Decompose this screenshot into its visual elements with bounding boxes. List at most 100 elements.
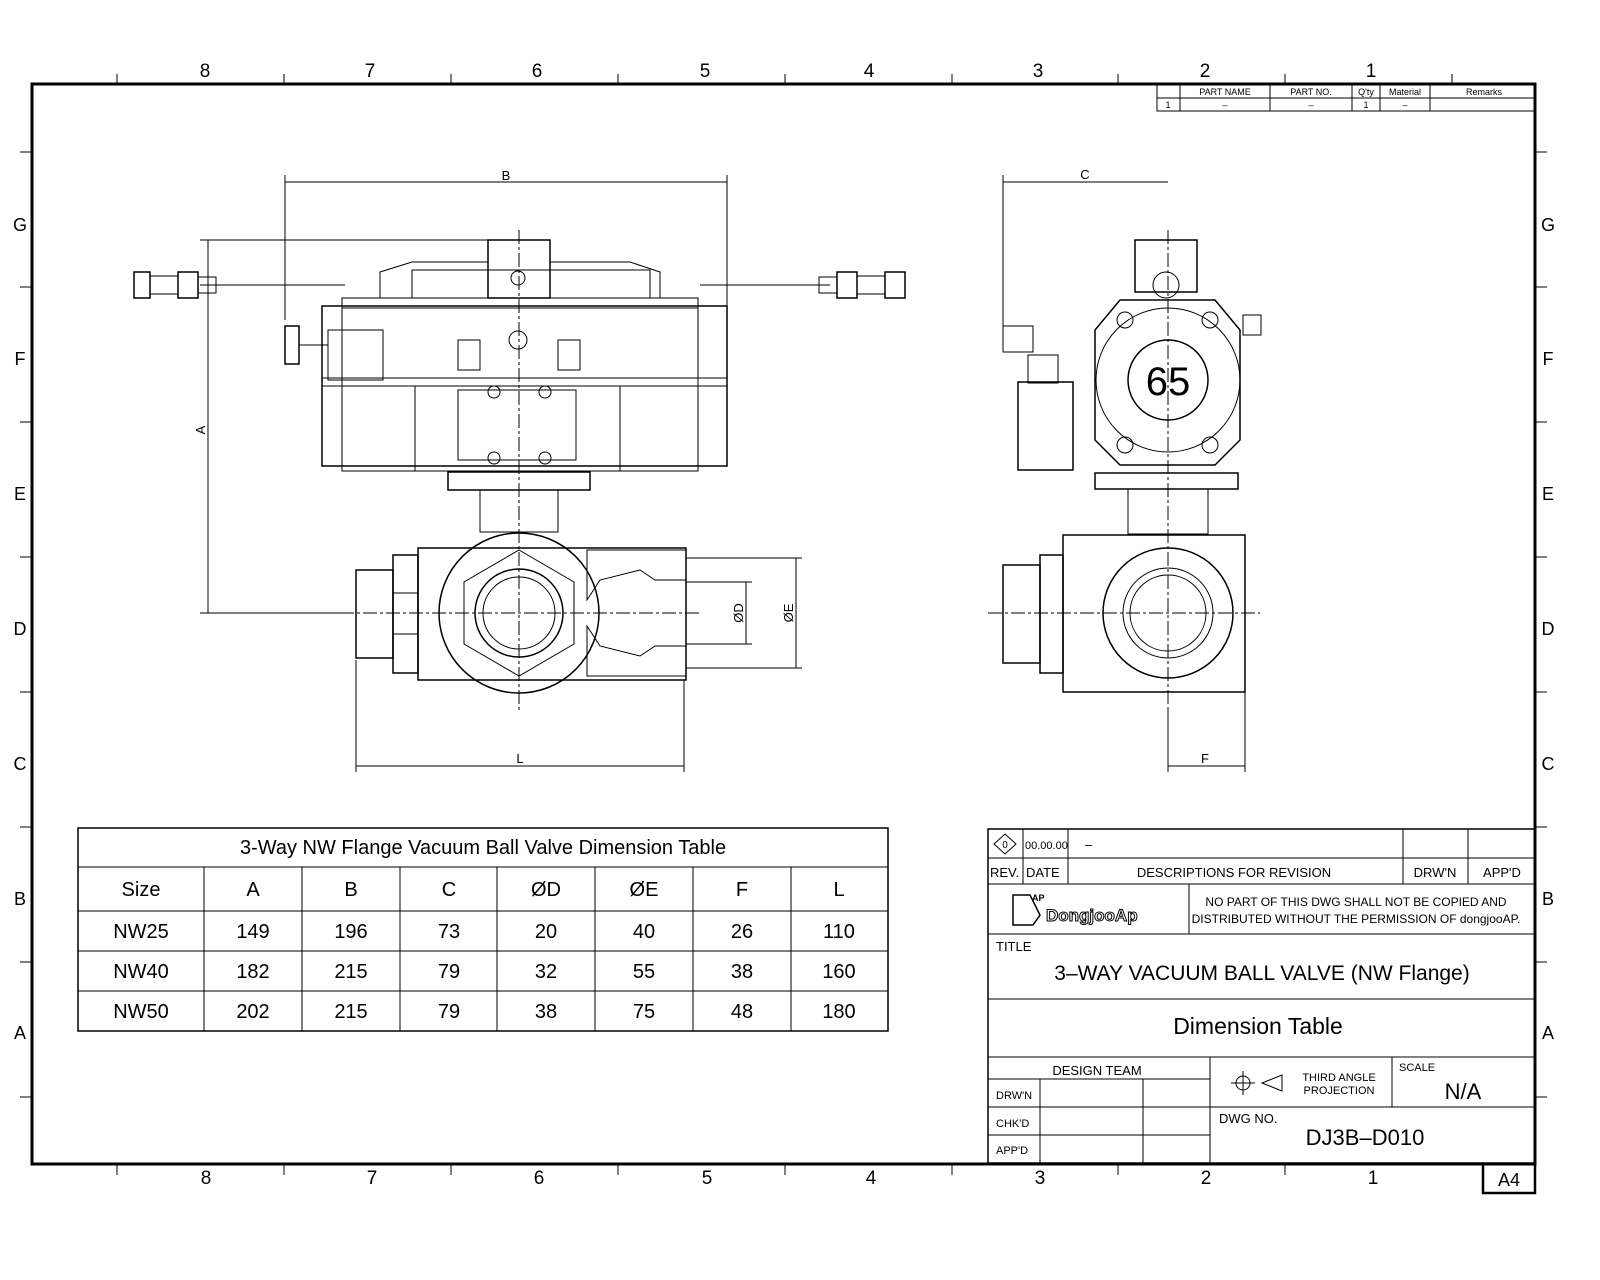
column-label: 4 (864, 61, 875, 82)
front-view: B A L ØD ØE (133, 168, 906, 772)
title-block: 0 00.00.00 – REV. DATE DESCRIPTIONS FOR … (987, 828, 1536, 1164)
column-label: 6 (534, 1168, 545, 1189)
scale-value: N/A (1445, 1079, 1482, 1104)
drwn-label: DRW'N (1414, 865, 1457, 880)
desc-label: DESCRIPTIONS FOR REVISION (1137, 865, 1331, 880)
row-label: C (1542, 754, 1555, 774)
table-cell: 202 (236, 1001, 269, 1023)
table-cell: 38 (731, 961, 753, 983)
table-cell: 160 (822, 961, 855, 983)
table-cell: 180 (822, 1001, 855, 1023)
dwg-no-label: DWG NO. (1219, 1111, 1278, 1126)
sheet-size-box (1481, 1162, 1537, 1195)
table-cell: 215 (334, 1001, 367, 1023)
parts-list: PART NAME PART NO. Q'ty Material Remarks… (1156, 84, 1536, 112)
title-label: TITLE (996, 939, 1032, 954)
drawing-title: 3–WAY VACUUM BALL VALVE (NW Flange) (1054, 962, 1469, 985)
column-label: 3 (1033, 61, 1044, 82)
sheet-size: A4 (1498, 1170, 1520, 1190)
parts-header: Material (1389, 87, 1421, 97)
table-header: F (736, 879, 748, 901)
parts-cell: – (1308, 100, 1313, 110)
row-labels-right: G F E D C B A (1541, 215, 1555, 1043)
row-label: G (13, 215, 27, 235)
revision-diamond-icon (993, 833, 1017, 855)
dimension-table-title: 3-Way NW Flange Vacuum Ball Valve Dimens… (240, 837, 726, 859)
dwg-no: DJ3B–D010 (1306, 1125, 1425, 1150)
column-label: 7 (365, 61, 376, 82)
table-cell: 75 (633, 1001, 655, 1023)
parts-cell: – (1222, 100, 1227, 110)
table-header: ØE (630, 879, 659, 901)
column-label: 1 (1368, 1168, 1379, 1189)
third-angle-projection-icon (1231, 1071, 1283, 1095)
column-label: 8 (201, 1168, 212, 1189)
table-cell: 26 (731, 921, 753, 943)
table-cell: 149 (236, 921, 269, 943)
table-header: ØD (531, 879, 561, 901)
drawing-frame (30, 82, 1537, 1166)
table-cell: 40 (633, 921, 655, 943)
drawing-subtitle: Dimension Table (1173, 1013, 1343, 1039)
dim-label-b: B (502, 168, 511, 183)
table-cell: NW50 (113, 1001, 169, 1023)
table-cell: 38 (535, 1001, 557, 1023)
dim-label-e: ØE (781, 603, 796, 622)
table-cell: 79 (438, 1001, 460, 1023)
row-label: F (1543, 349, 1554, 369)
row-label: A (14, 1023, 26, 1043)
table-cell: 55 (633, 961, 655, 983)
parts-cell: – (1402, 100, 1407, 110)
row-label: B (14, 889, 26, 909)
table-cell: 182 (236, 961, 269, 983)
table-cell: 32 (535, 961, 557, 983)
parts-cell: 1 (1165, 100, 1170, 110)
dim-label-c: C (1080, 167, 1089, 182)
column-labels-top: 8 7 6 5 4 3 2 1 (200, 61, 1377, 82)
row-label: D (1542, 619, 1555, 639)
scale-label: SCALE (1399, 1062, 1435, 1074)
company-logo-icon (1012, 894, 1041, 926)
row-label: B (1542, 889, 1554, 909)
column-label: 5 (702, 1168, 713, 1189)
row-label: E (14, 484, 26, 504)
row-label: G (1541, 215, 1555, 235)
column-label: 1 (1366, 61, 1377, 82)
table-header: C (442, 879, 456, 901)
table-cell: 196 (334, 921, 367, 943)
row-label: E (1542, 484, 1554, 504)
table-cell: 48 (731, 1001, 753, 1023)
parts-header: Q'ty (1358, 87, 1374, 97)
design-team-label: DESIGN TEAM (1052, 1063, 1141, 1078)
table-header: B (344, 879, 357, 901)
appd-label: APP'D (1483, 865, 1521, 880)
table-cell: 110 (823, 921, 855, 943)
table-header: L (833, 879, 844, 901)
parts-header: PART NAME (1199, 87, 1251, 97)
table-header: Size (122, 879, 161, 901)
dim-label-f: F (1201, 751, 1209, 766)
column-label: 8 (200, 61, 211, 82)
column-labels-bottom: 8 7 6 5 4 3 2 1 (201, 1168, 1379, 1189)
company-logo-mark: AP (1032, 893, 1045, 903)
column-label: 3 (1035, 1168, 1046, 1189)
date-label: DATE (1026, 865, 1060, 880)
column-label: 4 (866, 1168, 877, 1189)
projection-line-1: THIRD ANGLE (1302, 1072, 1375, 1084)
row-label: D (14, 619, 27, 639)
dim-label-d: ØD (731, 603, 746, 623)
rev-symbol: 0 (1002, 840, 1008, 851)
signoff-chkd: CHK'D (996, 1118, 1029, 1130)
table-cell: NW40 (113, 961, 169, 983)
table-cell: NW25 (113, 921, 169, 943)
parts-header: Remarks (1466, 87, 1503, 97)
row-label: A (1542, 1023, 1554, 1043)
copyright-notice-2: DISTRIBUTED WITHOUT THE PERMISSION OF do… (1192, 912, 1521, 926)
company-logo: DongjooAp (1046, 906, 1138, 925)
table-header: A (246, 879, 260, 901)
column-label: 2 (1200, 61, 1211, 82)
dim-label-a: A (193, 425, 208, 434)
table-cell: 73 (438, 921, 460, 943)
row-label: F (15, 349, 26, 369)
